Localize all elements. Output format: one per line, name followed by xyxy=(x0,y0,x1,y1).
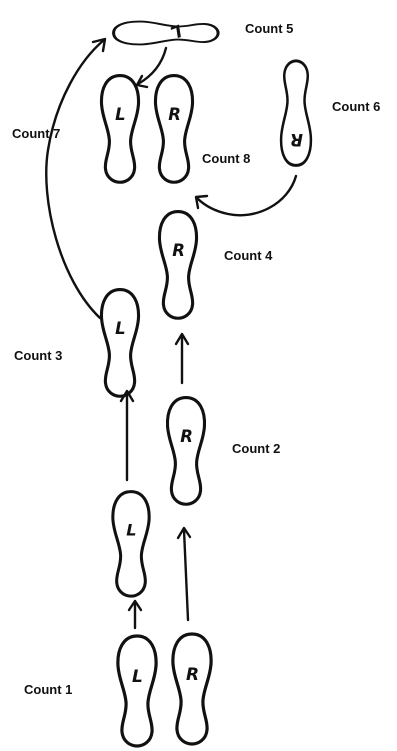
foot-letter: R xyxy=(180,427,193,446)
label-count-4: Count 4 xyxy=(224,248,273,263)
foot-letter: L xyxy=(132,667,143,687)
foot-letter: L xyxy=(115,105,126,124)
footprint-count7-left: L xyxy=(99,74,141,184)
footprint-count3-left: L xyxy=(99,288,141,398)
arrow-right-2 xyxy=(174,332,190,385)
footprint-count2-right: R xyxy=(165,396,207,506)
label-count-3: Count 3 xyxy=(14,348,62,363)
label-count-5: Count 5 xyxy=(245,21,293,36)
footprint-count4-right: R xyxy=(157,210,199,320)
foot-letter: R xyxy=(172,241,185,260)
footprint-left-step: L xyxy=(111,490,151,598)
label-count-7: Count 7 xyxy=(12,126,60,141)
foot-letter-count6: R xyxy=(290,129,303,149)
label-count-2: Count 2 xyxy=(232,441,280,456)
label-count-8: Count 8 xyxy=(202,151,250,166)
arrow-count7-curve xyxy=(45,37,107,320)
footprint-count8-right: R xyxy=(153,74,195,184)
footprint-start-right: R xyxy=(171,632,213,746)
arrow-count5-to-count7 xyxy=(135,46,168,89)
foot-letter: L xyxy=(115,319,126,338)
label-count-6: Count 6 xyxy=(332,99,380,114)
foot-letter: R xyxy=(168,105,181,124)
foot-letter: R xyxy=(186,665,199,685)
arrow-right-1 xyxy=(176,526,192,622)
footprint-start-left: L xyxy=(116,634,158,748)
arrow-left-1 xyxy=(127,599,143,630)
footprint-count5-left xyxy=(112,20,220,46)
foot-letter: L xyxy=(126,520,136,539)
arrow-count6-to-count8 xyxy=(194,174,298,217)
arrow-left-2 xyxy=(119,389,135,482)
label-count-1: Count 1 xyxy=(24,682,72,697)
